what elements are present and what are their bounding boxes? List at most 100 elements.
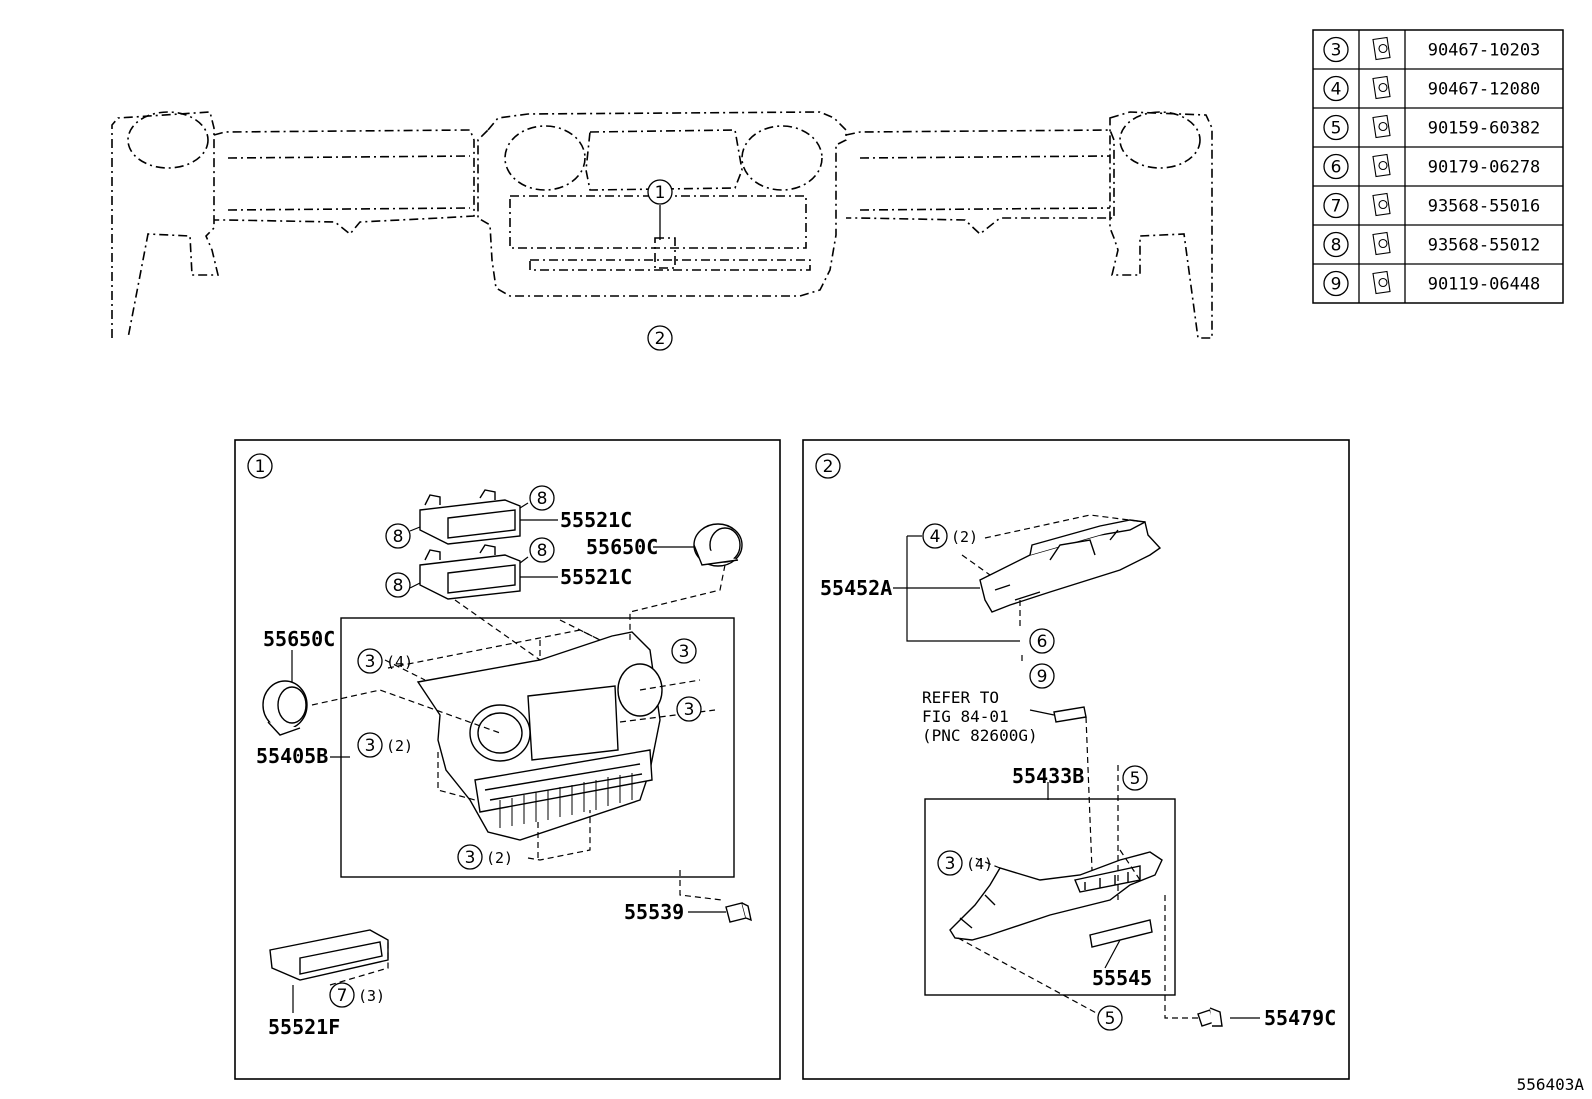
panel-2-callouts: 4 (2) 6 9 5 5 3 (4) (922, 523, 1148, 1031)
panel-1-number: 1 (255, 457, 266, 477)
panel-2-frame (802, 439, 1350, 1080)
parts-table-row: 9 90119-06448 (1323, 270, 1541, 297)
parts-table-row: 8 93568-55012 (1323, 231, 1541, 258)
callout-3: 3 (365, 736, 376, 756)
panel-1-leaders (291, 502, 726, 1013)
refer-part-tag (1053, 706, 1087, 723)
callout-3: 3 (465, 848, 476, 868)
panel-2-leaders (893, 535, 1260, 1019)
callout-3: 3 (945, 854, 956, 874)
parts-table-row: 5 90159-60382 (1323, 114, 1541, 141)
fastener-icon (1372, 270, 1391, 295)
callout-4: 4 (930, 527, 941, 547)
label-55539: 55539 (624, 900, 684, 924)
parts-table-row: 3 90467-10203 (1323, 36, 1541, 63)
callout-circle (647, 325, 673, 351)
parts-table-part-number: 93568-55012 (1428, 236, 1541, 256)
bracket-55452A (979, 519, 1162, 613)
callout-3-qty: (4) (386, 653, 413, 671)
pad-55545 (1089, 919, 1153, 948)
parts-table-part-number: 90179-06278 (1428, 158, 1541, 178)
refer-line-2: FIG 84-01 (922, 707, 1009, 726)
label-55650C-left: 55650C (263, 627, 335, 651)
parts-table-frame (1312, 29, 1564, 304)
parts-table-part-number: 90467-10203 (1428, 41, 1541, 61)
parts-table-ref: 9 (1331, 275, 1342, 295)
callout-9: 9 (1037, 667, 1048, 687)
fastener-icon (1372, 114, 1391, 139)
fastener-icon (1372, 75, 1391, 100)
label-55479C: 55479C (1264, 1006, 1336, 1030)
callout-6: 6 (1037, 632, 1048, 652)
instrument-panel-overview (111, 111, 1213, 339)
parts-table-ref: 4 (1331, 80, 1342, 100)
label-55545: 55545 (1092, 966, 1152, 990)
parts-table-ref: 8 (1331, 236, 1342, 256)
callout-7-qty: (3) (358, 987, 385, 1005)
parts-table-part-number: 90119-06448 (1428, 275, 1541, 295)
callout-5: 5 (1130, 769, 1141, 789)
parts-table-part-number: 90467-12080 (1428, 80, 1541, 100)
overview-callout-2: 2 (655, 329, 666, 349)
parts-table-row: 4 90467-12080 (1323, 75, 1541, 102)
callout-5: 5 (1105, 1009, 1116, 1029)
drawer-55521C-top (419, 489, 521, 545)
callout-3-qty: (2) (486, 849, 513, 867)
vent-55650C-right (693, 523, 743, 567)
panel-1-frame (234, 439, 781, 1080)
label-55521F: 55521F (268, 1015, 340, 1039)
parts-table-part-number: 93568-55016 (1428, 197, 1541, 217)
parts-table-ref: 6 (1331, 158, 1342, 178)
panel-2-number: 2 (823, 457, 834, 477)
label-55433B: 55433B (1012, 764, 1084, 788)
label-55452A: 55452A (820, 576, 892, 600)
clip-55479C (1197, 1007, 1223, 1027)
callout-4-qty: (2) (951, 528, 978, 546)
callout-3: 3 (684, 700, 695, 720)
fastener-icon (1372, 153, 1391, 178)
parts-table-ref: 5 (1331, 119, 1342, 139)
parts-table-row: 6 90179-06278 (1323, 153, 1541, 180)
callout-7: 7 (337, 986, 348, 1006)
fastener-icon (1372, 192, 1391, 217)
parts-table-part-number: 90159-60382 (1428, 119, 1541, 139)
label-55405B: 55405B (256, 744, 328, 768)
drawer-55521C-bottom (419, 544, 521, 600)
diagram-id: 556403A (1517, 1075, 1585, 1094)
label-55521C-top: 55521C (560, 508, 632, 532)
callout-8: 8 (537, 489, 548, 509)
drawer-55521F (269, 929, 389, 981)
callout-8: 8 (537, 541, 548, 561)
overview-callouts: 1 2 (647, 179, 673, 351)
fastener-icon (1372, 36, 1391, 61)
parts-table-ref: 7 (1331, 197, 1342, 217)
panel-2-detail: 2 (802, 439, 1350, 1080)
glove-box-subassembly-frame (924, 798, 1176, 996)
callout-8: 8 (393, 576, 404, 596)
callout-3: 3 (679, 642, 690, 662)
label-55650C-right: 55650C (586, 535, 658, 559)
parts-table-row: 7 93568-55016 (1323, 192, 1541, 219)
panel-2-dashed-guides (957, 514, 1198, 1019)
callout-circle (647, 179, 673, 205)
overview-callout-1: 1 (655, 183, 666, 203)
callout-3: 3 (365, 652, 376, 672)
fastener-icon (1372, 231, 1391, 256)
cluster-finish-panel-55405B (416, 631, 663, 841)
refer-line-1: REFER TO (922, 688, 999, 707)
lower-panel-55433B (949, 851, 1163, 941)
callout-3-qty: (4) (966, 855, 993, 873)
vent-55650C-left (262, 680, 308, 736)
parts-table: 3 90467-10203 4 90467-12080 5 90159-60382 6 901… (1312, 29, 1564, 304)
callout-3-qty: (2) (386, 737, 413, 755)
panel-1-callouts: 8 8 8 8 3 (4) 3 3 3 (2) 3 (2) 7 (3) (329, 485, 702, 1008)
clip-55539 (725, 902, 752, 923)
callout-8: 8 (393, 527, 404, 547)
cluster-subassembly-frame (340, 617, 735, 878)
parts-table-ref: 3 (1331, 41, 1342, 61)
label-55521C-bottom: 55521C (560, 565, 632, 589)
panel-1-detail: 1 (234, 439, 781, 1080)
panel-1-dashed-guides (311, 564, 726, 986)
